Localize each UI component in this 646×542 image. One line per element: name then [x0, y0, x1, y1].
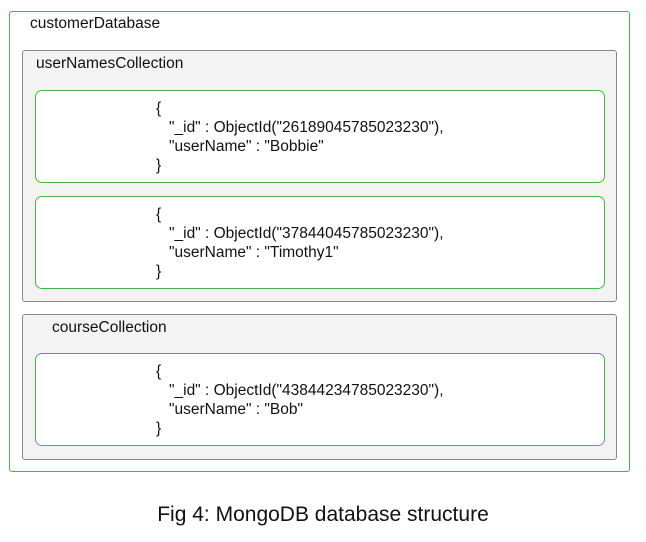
- document-id-field: "_id" : ObjectId("43844234785023230"),: [169, 382, 444, 399]
- document-card: { "_id" : ObjectId("43844234785023230"),…: [35, 353, 605, 446]
- document-close-brace: }: [156, 157, 162, 174]
- collection-title-usernames: userNamesCollection: [36, 55, 184, 72]
- document-open-brace: {: [156, 206, 162, 223]
- collection-title-course: courseCollection: [52, 319, 167, 336]
- document-body: { "_id" : ObjectId("37844045785023230"),…: [156, 205, 444, 281]
- document-open-brace: {: [156, 100, 162, 117]
- document-card: { "_id" : ObjectId("26189045785023230"),…: [35, 90, 605, 183]
- document-id-field: "_id" : ObjectId("37844045785023230"),: [169, 225, 444, 242]
- document-username-field: "userName" : "Bobbie": [169, 138, 324, 155]
- document-body: { "_id" : ObjectId("43844234785023230"),…: [156, 362, 444, 438]
- document-card: { "_id" : ObjectId("37844045785023230"),…: [35, 196, 605, 289]
- document-username-field: "userName" : "Bob": [169, 401, 304, 418]
- document-close-brace: }: [156, 420, 162, 437]
- document-close-brace: }: [156, 263, 162, 280]
- database-title: customerDatabase: [30, 15, 161, 32]
- document-open-brace: {: [156, 363, 162, 380]
- document-id-field: "_id" : ObjectId("26189045785023230"),: [169, 119, 444, 136]
- document-username-field: "userName" : "Timothy1": [169, 244, 339, 261]
- figure-caption: Fig 4: MongoDB database structure: [157, 503, 489, 526]
- document-body: { "_id" : ObjectId("26189045785023230"),…: [156, 99, 444, 175]
